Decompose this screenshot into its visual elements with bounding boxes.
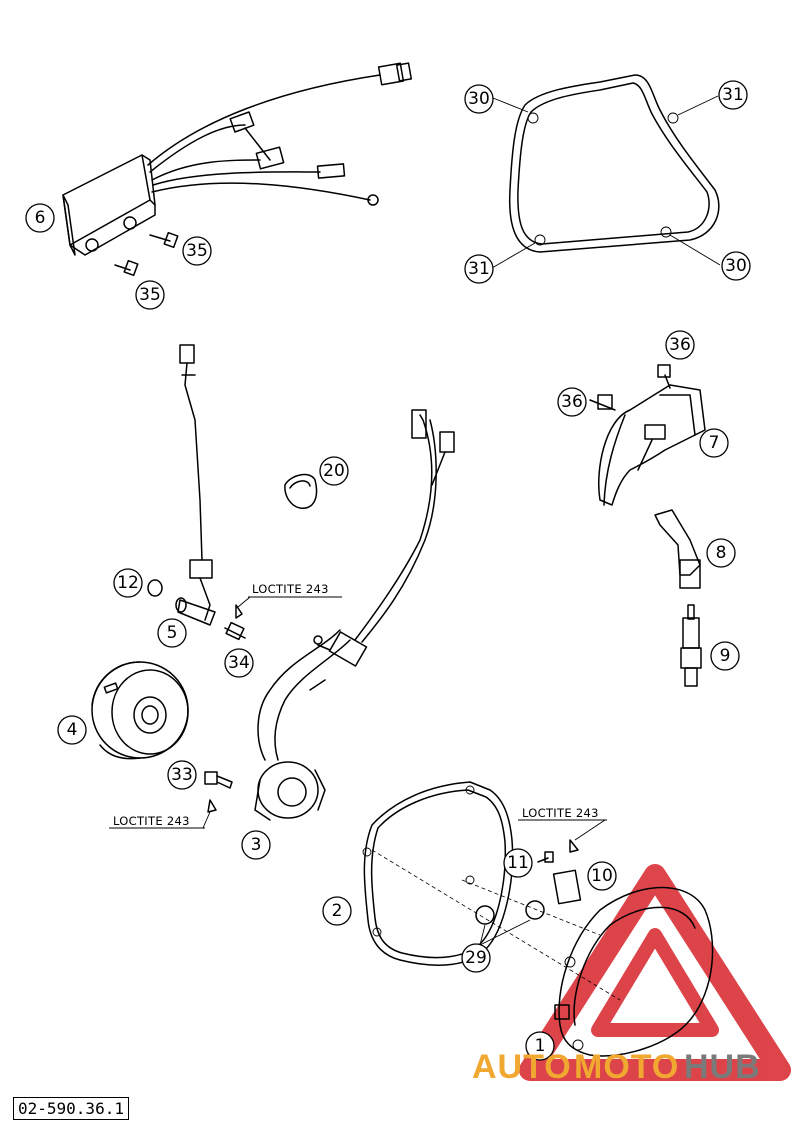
ignition-coil-part-7 [589, 364, 706, 506]
cover-gasket-top [491, 74, 721, 269]
pulse-sensor-part-5 [175, 344, 216, 626]
callout-4: 4 [57, 715, 87, 745]
svg-text:LOCTITE 243: LOCTITE 243 [522, 806, 599, 820]
callout-6: 6 [25, 203, 55, 233]
loctite-note-top: LOCTITE 243 [237, 582, 342, 608]
callout-31-top: 31 [718, 80, 748, 110]
grommet-part-12 [147, 579, 163, 597]
svg-text:36: 36 [669, 335, 691, 355]
svg-text:HUB: HUB [684, 1048, 761, 1086]
callout-30-top: 30 [464, 84, 494, 114]
callout-11: 11 [503, 848, 533, 878]
screw-part-33 [204, 771, 233, 813]
callout-12: 12 [113, 568, 143, 598]
svg-text:33: 33 [171, 765, 193, 785]
diagram-reference-number: 02-590.36.1 [13, 1097, 129, 1120]
svg-text:36: 36 [561, 392, 583, 412]
loctite-note-right: LOCTITE 243 [518, 806, 607, 841]
callout-3: 3 [241, 830, 271, 860]
stator-part-3 [254, 409, 455, 821]
svg-text:29: 29 [465, 948, 487, 968]
svg-text:9: 9 [720, 646, 731, 666]
svg-text:35: 35 [186, 241, 208, 261]
callout-30-bottom: 30 [721, 251, 751, 281]
svg-text:7: 7 [709, 433, 720, 453]
callout-33: 33 [167, 760, 197, 790]
spark-plug-cap-part-8 [654, 509, 701, 589]
callout-35-right: 35 [182, 236, 212, 266]
callout-10: 10 [587, 861, 617, 891]
callout-36-left: 36 [557, 387, 587, 417]
svg-text:2: 2 [332, 901, 343, 921]
svg-text:31: 31 [468, 259, 490, 279]
watermark-text: AUTO MOTO HUB [472, 1048, 761, 1086]
callout-7: 7 [699, 428, 729, 458]
ignition-cover-part-1 [554, 886, 714, 1057]
callout-20: 20 [319, 456, 349, 486]
svg-text:31: 31 [722, 85, 744, 105]
svg-text:20: 20 [323, 461, 345, 481]
screw-part-34 [224, 604, 246, 641]
svg-text:30: 30 [468, 89, 490, 109]
svg-text:5: 5 [167, 623, 178, 643]
svg-text:LOCTITE 243: LOCTITE 243 [252, 582, 329, 596]
svg-text:6: 6 [35, 208, 46, 228]
cover-gasket-part-2 [362, 781, 514, 966]
svg-text:4: 4 [67, 720, 78, 740]
svg-text:35: 35 [139, 285, 161, 305]
small-parts-11-10-29 [371, 839, 621, 1001]
svg-text:8: 8 [716, 543, 727, 563]
svg-text:1: 1 [535, 1036, 546, 1056]
callout-34: 34 [224, 648, 254, 678]
loctite-note-left: LOCTITE 243 [109, 811, 211, 829]
callout-2: 2 [322, 896, 352, 926]
svg-text:AUTO: AUTO [472, 1048, 572, 1086]
spark-plug-part-9 [680, 604, 702, 687]
svg-text:3: 3 [251, 835, 262, 855]
cable-clip-part-20 [284, 473, 318, 509]
svg-text:MOTO: MOTO [574, 1048, 679, 1086]
callout-31-bottom: 31 [464, 254, 494, 284]
callout-35-left: 35 [135, 280, 165, 310]
callout-5: 5 [157, 618, 187, 648]
callout-29: 29 [461, 943, 491, 973]
svg-text:34: 34 [228, 653, 250, 673]
callout-8: 8 [706, 538, 736, 568]
cdi-unit-part-6 [62, 62, 413, 277]
svg-text:12: 12 [117, 573, 139, 593]
svg-text:LOCTITE 243: LOCTITE 243 [113, 814, 190, 828]
flywheel-part-4 [91, 661, 189, 760]
watermark-logo [519, 864, 791, 1081]
svg-text:11: 11 [507, 853, 529, 873]
svg-text:10: 10 [591, 866, 613, 886]
callout-36-top: 36 [665, 330, 695, 360]
callout-9: 9 [710, 641, 740, 671]
svg-text:30: 30 [725, 256, 747, 276]
callout-1: 1 [525, 1031, 555, 1061]
